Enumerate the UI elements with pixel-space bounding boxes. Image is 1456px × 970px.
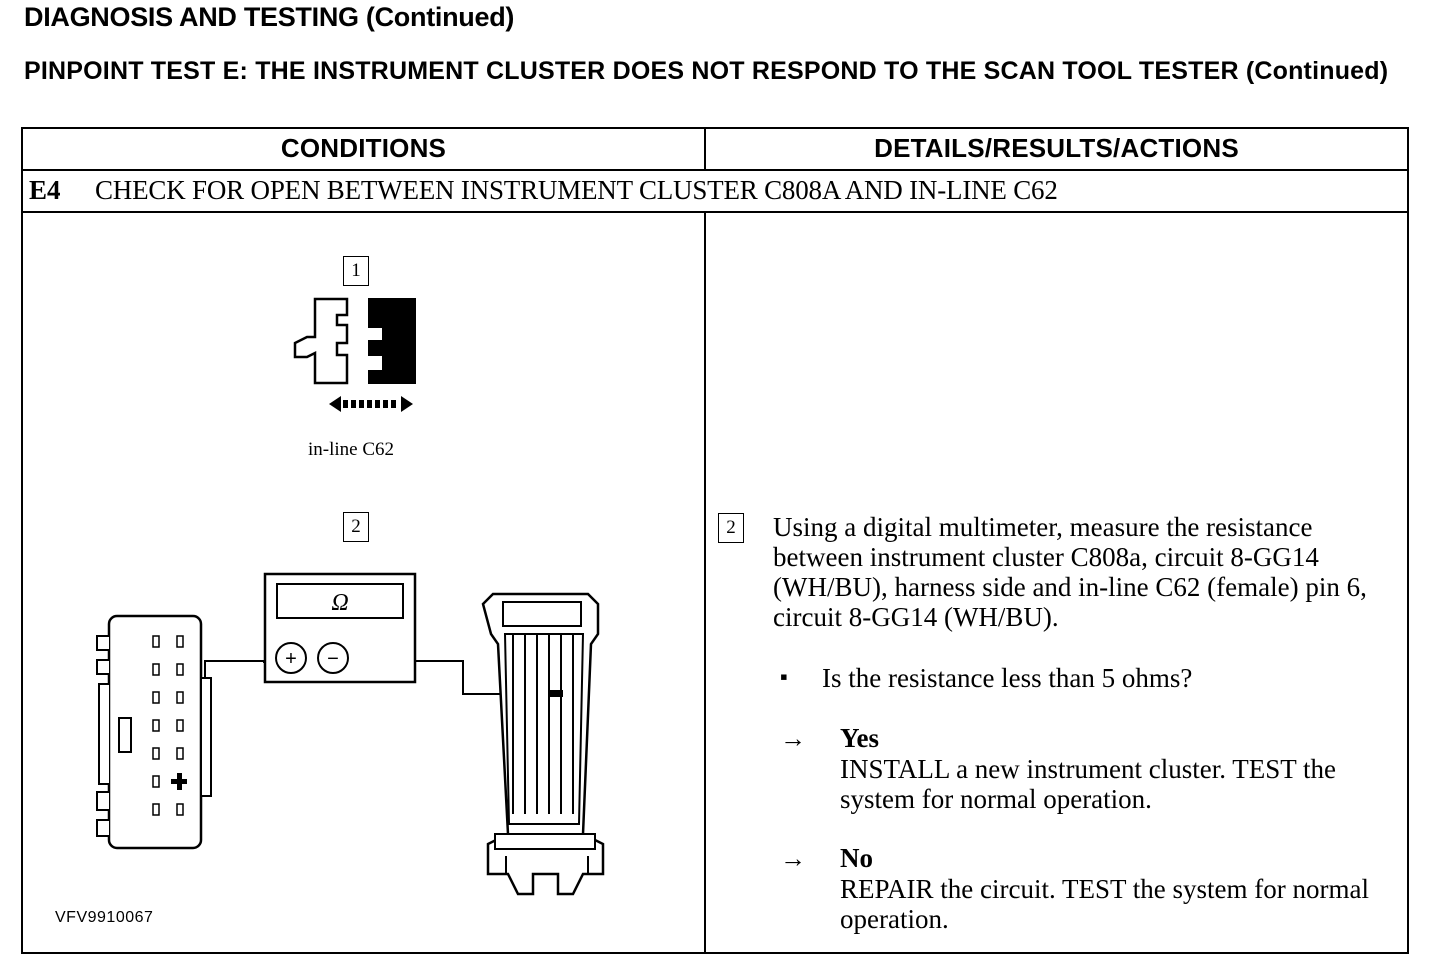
section-title: DIAGNOSIS AND TESTING (Continued) bbox=[24, 2, 515, 32]
body-column-divider bbox=[704, 213, 706, 952]
yes-arrow: → bbox=[780, 724, 806, 753]
multimeter-icon: Ω + − bbox=[263, 572, 417, 684]
conditions-header: CONDITIONS bbox=[280, 133, 447, 163]
connector-disconnect-icon bbox=[293, 297, 416, 412]
measurement-instruction: Using a digital multimeter, measure the … bbox=[773, 512, 1367, 632]
ohm-symbol: Ω bbox=[331, 590, 348, 616]
step-id: E4 bbox=[29, 175, 61, 205]
no-label: No bbox=[840, 843, 873, 873]
figure-step-box-2: 2 bbox=[343, 512, 369, 542]
harness-connector-icon bbox=[481, 592, 605, 896]
no-arrow: → bbox=[780, 844, 806, 873]
yes-action: INSTALL a new instrument cluster. TEST t… bbox=[840, 754, 1337, 814]
measurement-diagram: Ω + − bbox=[96, 572, 605, 896]
header-column-divider bbox=[704, 129, 706, 171]
step-divider bbox=[23, 211, 1407, 213]
connector-label: in-line C62 bbox=[308, 439, 395, 460]
minus-symbol: − bbox=[327, 648, 339, 670]
yes-label: Yes bbox=[840, 723, 879, 753]
figure-step-box-1: 1 bbox=[343, 256, 369, 286]
question-text: Is the resistance less than 5 ohms? bbox=[822, 663, 1193, 693]
pinpoint-test-table: CONDITIONS DETAILS/RESULTS/ACTIONS E4 CH… bbox=[21, 127, 1409, 954]
plus-symbol: + bbox=[285, 648, 297, 670]
actions-header: DETAILS/RESULTS/ACTIONS bbox=[874, 133, 1239, 163]
pinpoint-test-title: PINPOINT TEST E: THE INSTRUMENT CLUSTER … bbox=[24, 57, 1389, 85]
question-bullet: ▪ bbox=[780, 664, 788, 689]
step-title: CHECK FOR OPEN BETWEEN INSTRUMENT CLUSTE… bbox=[95, 175, 1058, 205]
no-action: REPAIR the circuit. TEST the system for … bbox=[840, 874, 1369, 934]
instrument-cluster-connector-icon bbox=[96, 614, 212, 850]
figure-id: VFV9910067 bbox=[55, 909, 154, 926]
action-step-box-2: 2 bbox=[718, 513, 744, 543]
header-divider bbox=[23, 169, 1407, 171]
